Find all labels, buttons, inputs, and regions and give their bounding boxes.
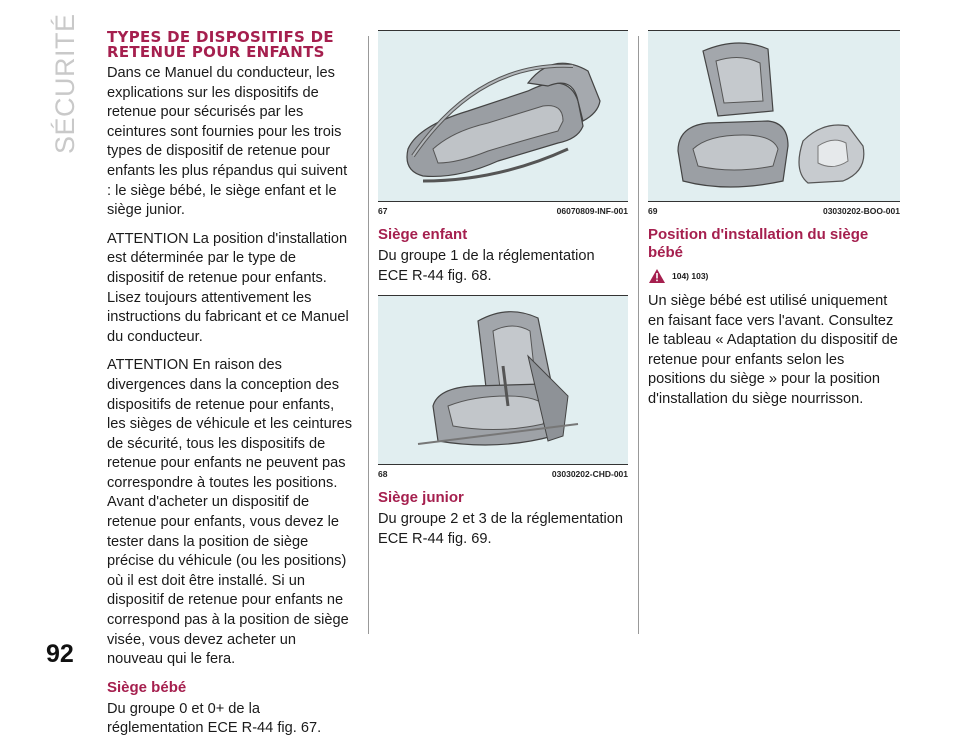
siege-junior-paragraph: Du groupe 2 et 3 de la réglementation EC… [378,511,624,547]
baby-seat-illustration [406,62,601,183]
column-divider [368,36,369,634]
figure-69-junior-seat [648,30,900,202]
figure-67-baby-seat [378,30,628,202]
page-number: 92 [46,640,74,668]
section-heading: TYPES DE DISPOSITIFS DE RETENUE POUR ENF… [107,28,334,61]
subheading-siege-junior: Siège junior [378,489,464,507]
figure-code: 03030202-BOO-001 [822,206,900,216]
attention-paragraph-1: ATTENTION La position d'installation est… [107,230,349,345]
figure-number: 69 [648,206,658,216]
warning-references: 104) 103) [648,268,900,284]
figure-number: 68 [378,469,388,480]
intro-paragraph: Dans ce Manuel du conducteur, les explic… [107,65,348,219]
column-3: 69 03030202-BOO-001 Position d'installat… [648,30,900,419]
figure-69-caption: 69 03030202-BOO-001 [648,206,900,216]
figure-number: 67 [378,206,388,216]
siege-bebe-paragraph: Du groupe 0 et 0+ de la réglementation E… [107,700,322,737]
warning-reference-numbers: 104) 103) [672,271,709,281]
column-1: TYPES DE DISPOSITIFS DE RETENUE POUR ENF… [107,30,355,748]
figure-code: 03030202-CHD-001 [551,469,628,480]
position-installation-paragraph: Un siège bébé est utilisé uniquement en … [648,293,898,407]
siege-enfant-paragraph: Du groupe 1 de la réglementation ECE R-4… [378,248,595,284]
warning-triangle-icon [649,269,665,283]
column-divider [638,36,639,634]
column-2: 67 06070809-INF-001 Siège enfant Du grou… [378,30,628,558]
section-side-title: SÉCURITÉ [50,13,80,154]
subheading-siege-bebe: Siège bébé [107,678,187,696]
subheading-position-installation: Position d'installation du siège bébé [648,226,869,261]
subheading-siege-enfant: Siège enfant [378,226,468,243]
figure-67-caption: 67 06070809-INF-001 [378,206,628,216]
child-seat-illustration [417,311,579,446]
figure-code: 06070809-INF-001 [556,206,628,216]
figure-68-child-seat [378,295,628,466]
attention-paragraph-2: ATTENTION En raison des divergences dans… [107,357,352,668]
figure-68-caption: 68 03030202-CHD-001 [378,469,628,479]
junior-seat-illustration [677,42,865,188]
